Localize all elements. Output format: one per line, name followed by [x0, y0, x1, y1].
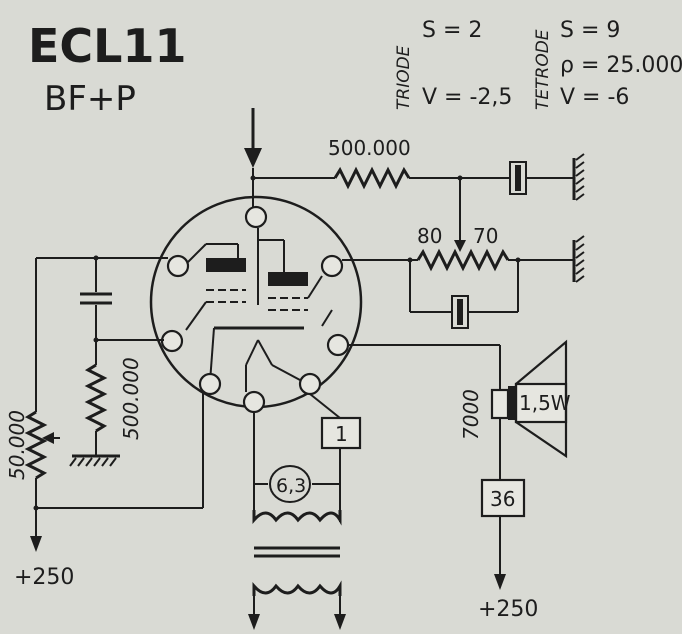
output-transformer [490, 388, 510, 420]
tetrode-v: V = -6 [560, 85, 629, 110]
tube-pin-upper-left [166, 254, 190, 278]
heater-voltage-label: 6,3 [276, 475, 306, 497]
capacitor-top [515, 165, 521, 191]
heater-voltage-badge [269, 465, 311, 503]
triode-label: TRIODE [394, 45, 414, 110]
capacitor-bypass [457, 299, 463, 325]
supply-right-label: +250 [478, 597, 538, 622]
potentiometer-50k-label: 50.000 [5, 410, 29, 480]
tube-pin-lower-right [298, 372, 322, 396]
tube-pin-left [160, 329, 184, 353]
tube-pin-lower-left [198, 372, 222, 396]
resistor-70-label: 70 [473, 224, 498, 248]
triode-s: S = 2 [422, 18, 482, 43]
resistor-80-70 [416, 248, 510, 272]
resistor-500k-top [333, 166, 411, 190]
tube-pin-bottom [242, 390, 266, 414]
output-transformer-label: 7000 [459, 389, 483, 440]
speaker-magnet [508, 386, 516, 420]
supply-arrow-right [494, 574, 506, 590]
input-arrow [244, 148, 262, 168]
potentiometer-50k [24, 410, 48, 480]
supply-arrow-left [30, 536, 42, 552]
resistor-500k-top-label: 500.000 [328, 136, 411, 160]
heater-transformer [248, 510, 346, 630]
tube-pin-upper-right [320, 254, 344, 278]
resistor-500k-grid [84, 363, 108, 433]
speaker-cone [514, 339, 568, 459]
speaker-power-label: 1,5W [519, 391, 571, 415]
tube-pin-right [326, 333, 350, 357]
box-36 [480, 478, 526, 518]
tetrode-rho: ρ = 25.000 [560, 53, 682, 78]
box-36-label: 36 [490, 487, 515, 511]
resistor-80-label: 80 [417, 224, 442, 248]
tetrode-s: S = 9 [560, 18, 620, 43]
box-1-label: 1 [335, 422, 348, 446]
box-1 [320, 416, 362, 450]
tube-subtitle: BF+P [44, 79, 136, 119]
tube-electrodes [185, 228, 333, 392]
tube-pin-top [244, 205, 268, 229]
tetrode-label: TETRODE [533, 29, 553, 110]
tube-title: ECL11 [28, 19, 187, 73]
tube-envelope [149, 195, 363, 409]
resistor-500k-grid-label: 500.000 [119, 357, 143, 440]
supply-left-label: +250 [14, 565, 74, 590]
triode-v: V = -2,5 [422, 85, 512, 110]
